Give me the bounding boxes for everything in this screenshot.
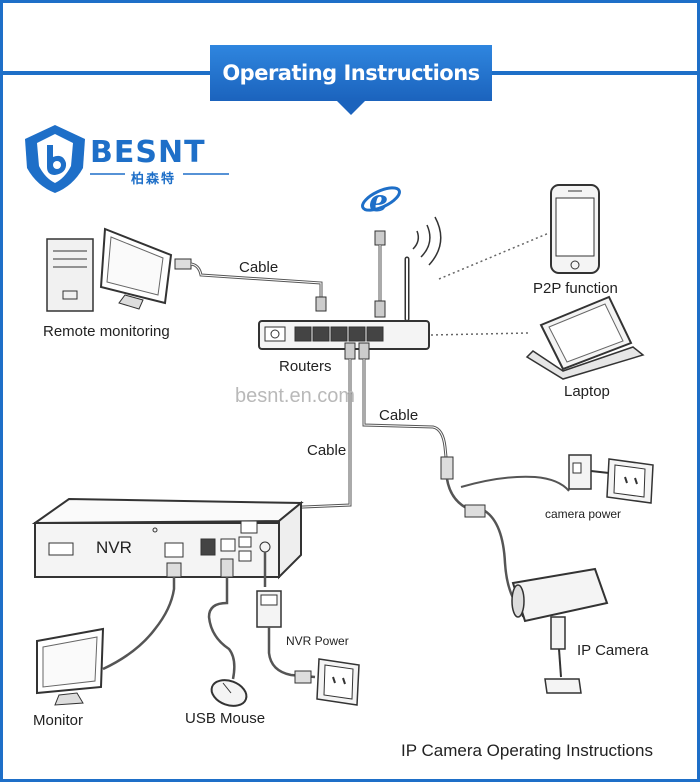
cable-router-camera <box>358 342 570 608</box>
router-icon <box>258 256 430 350</box>
nvr-power-adapter-icon <box>256 552 316 684</box>
label-nvr-power: NVR Power <box>286 634 349 648</box>
label-p2p-function: P2P function <box>533 280 618 297</box>
label-cable-middle: Cable <box>307 442 347 459</box>
banner-pointer <box>337 101 365 115</box>
wireless-link-phone <box>438 232 550 280</box>
cable-nvr-monitor <box>102 562 182 671</box>
wall-outlet-icon <box>316 658 360 706</box>
wall-outlet-icon <box>606 458 654 504</box>
header-banner: Operating Instructions <box>3 45 697 115</box>
label-ip-camera: IP Camera <box>577 642 649 659</box>
cable-internet-router <box>374 230 386 318</box>
cable-pc-router <box>174 258 327 312</box>
page-title: Operating Instructions <box>222 61 480 85</box>
label-nvr: NVR <box>96 538 132 557</box>
label-remote-monitoring: Remote monitoring <box>43 323 170 340</box>
monitor-icon <box>36 627 105 706</box>
label-routers: Routers <box>279 358 332 375</box>
svg-text:e: e <box>369 184 388 219</box>
ip-camera-icon <box>511 567 609 694</box>
label-cable-top: Cable <box>239 259 279 276</box>
desktop-pc-icon <box>46 227 173 312</box>
brand-name: BESNT <box>90 135 206 170</box>
label-usb-mouse: USB Mouse <box>185 710 266 727</box>
internet-explorer-icon: e <box>361 184 401 219</box>
watermark: besnt.en.com <box>235 385 356 407</box>
camera-power-adapter-icon <box>568 454 610 490</box>
footer-caption: IP Camera Operating Instructions <box>401 741 653 760</box>
network-diagram: e <box>25 125 654 707</box>
nvr-icon <box>31 497 304 580</box>
wireless-link-laptop <box>430 332 530 336</box>
laptop-icon <box>525 295 645 380</box>
cable-nvr-mouse <box>207 558 236 680</box>
label-monitor: Monitor <box>33 712 84 729</box>
brand-chinese-name: 柏森特 <box>131 171 177 186</box>
label-cable-right: Cable <box>379 407 419 424</box>
label-laptop: Laptop <box>564 383 610 400</box>
mouse-icon <box>210 679 248 707</box>
smartphone-icon <box>550 184 600 274</box>
label-camera-power: camera power <box>545 507 622 521</box>
banner-box: Operating Instructions <box>210 45 492 101</box>
wifi-signal-icon <box>412 216 442 266</box>
logo-shield-icon <box>25 125 85 193</box>
